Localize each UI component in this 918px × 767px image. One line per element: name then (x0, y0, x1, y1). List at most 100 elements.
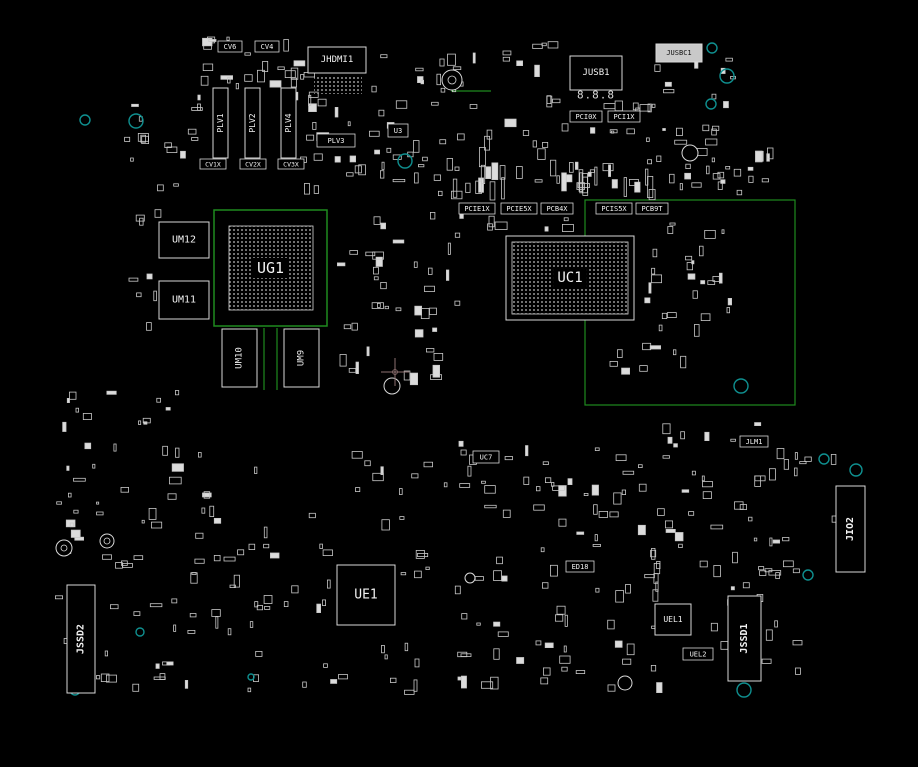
small-component (146, 273, 153, 280)
small-component (542, 461, 549, 465)
small-component (432, 364, 440, 378)
component-PLV4[interactable] (280, 87, 297, 159)
small-component (590, 127, 596, 134)
component-UEL1[interactable] (654, 603, 692, 636)
small-component (637, 524, 646, 536)
component-CV4[interactable] (254, 40, 280, 53)
small-component (523, 476, 530, 485)
small-component (69, 391, 77, 400)
component-CV1X[interactable] (199, 158, 227, 170)
small-component (647, 159, 652, 165)
component-PLV2[interactable] (244, 87, 261, 159)
component-JHDMI1[interactable] (307, 46, 367, 74)
small-component (516, 60, 524, 67)
small-component (691, 470, 696, 476)
component-CV4-label: CV4 (261, 43, 274, 51)
small-component (168, 476, 182, 485)
component-PCI0X[interactable] (569, 110, 603, 123)
component-U3[interactable] (387, 123, 409, 138)
component-PLV3[interactable] (316, 133, 356, 148)
component-PCB9T[interactable] (635, 202, 669, 215)
small-component (429, 211, 436, 220)
small-component (395, 307, 402, 312)
small-component (235, 83, 239, 90)
small-component (404, 689, 415, 695)
small-component (55, 595, 64, 600)
small-component (656, 682, 663, 693)
small-component (552, 98, 561, 104)
small-component (712, 125, 720, 131)
component-PCIS5X[interactable] (595, 202, 633, 215)
small-component (699, 560, 708, 568)
small-component (308, 512, 316, 519)
small-component (676, 127, 683, 136)
small-component (720, 641, 729, 650)
small-component (555, 614, 564, 622)
component-JUSB1[interactable] (569, 55, 623, 91)
small-component (764, 568, 773, 573)
small-component (133, 611, 141, 616)
small-component (768, 570, 782, 576)
small-component (658, 324, 663, 332)
component-JSSD1[interactable] (727, 595, 762, 682)
small-component (425, 348, 435, 353)
component-JIO2[interactable] (835, 485, 866, 573)
small-component (375, 256, 383, 267)
small-component (414, 658, 420, 668)
small-component (414, 570, 422, 579)
component-UE1[interactable] (336, 564, 396, 626)
component-PCIE5X[interactable] (500, 202, 538, 215)
component-UM11[interactable] (158, 280, 210, 320)
component-UC7[interactable] (472, 450, 500, 464)
small-component (445, 269, 450, 281)
component-UEL2[interactable] (682, 647, 714, 661)
component-PLV1[interactable] (212, 87, 229, 159)
mounting-hole (733, 378, 749, 394)
small-component (532, 140, 537, 148)
component-JLM1[interactable] (739, 435, 769, 448)
small-component (366, 346, 370, 357)
small-component (516, 166, 523, 179)
small-component (622, 470, 635, 475)
small-component (547, 41, 559, 49)
small-component (414, 329, 424, 338)
small-component (138, 420, 142, 425)
small-component (578, 169, 584, 192)
small-component (489, 181, 496, 201)
component-CV6[interactable] (217, 40, 243, 53)
small-component (153, 676, 166, 680)
small-component (717, 171, 725, 179)
component-JUSBC1[interactable] (655, 43, 703, 63)
small-component (104, 650, 108, 657)
small-component (730, 438, 736, 442)
round-component-core (60, 544, 68, 552)
component-JSSD2[interactable] (66, 584, 96, 694)
small-component (355, 487, 361, 493)
component-PCI1X[interactable] (607, 110, 641, 123)
small-component (583, 492, 589, 496)
small-component (552, 485, 565, 491)
component-CV2X[interactable] (239, 158, 267, 170)
small-component (561, 172, 567, 192)
small-component (148, 507, 157, 520)
component-UM10[interactable] (221, 328, 258, 388)
small-component (106, 390, 117, 395)
component-PCB4X[interactable] (540, 202, 574, 215)
small-component (753, 537, 758, 542)
small-component (594, 534, 598, 542)
small-component (522, 130, 530, 136)
small-component (532, 43, 543, 49)
small-component (338, 674, 348, 680)
component-UM12[interactable] (158, 221, 210, 259)
component-UM9[interactable] (283, 328, 320, 388)
component-ED18[interactable] (565, 560, 595, 573)
small-component (459, 483, 471, 488)
small-component (748, 516, 753, 522)
small-component (355, 361, 359, 375)
component-PCIE1X[interactable] (458, 202, 496, 215)
component-CV3X[interactable] (277, 158, 305, 170)
component-UM11-label: UM11 (172, 295, 196, 306)
small-component (150, 521, 163, 529)
